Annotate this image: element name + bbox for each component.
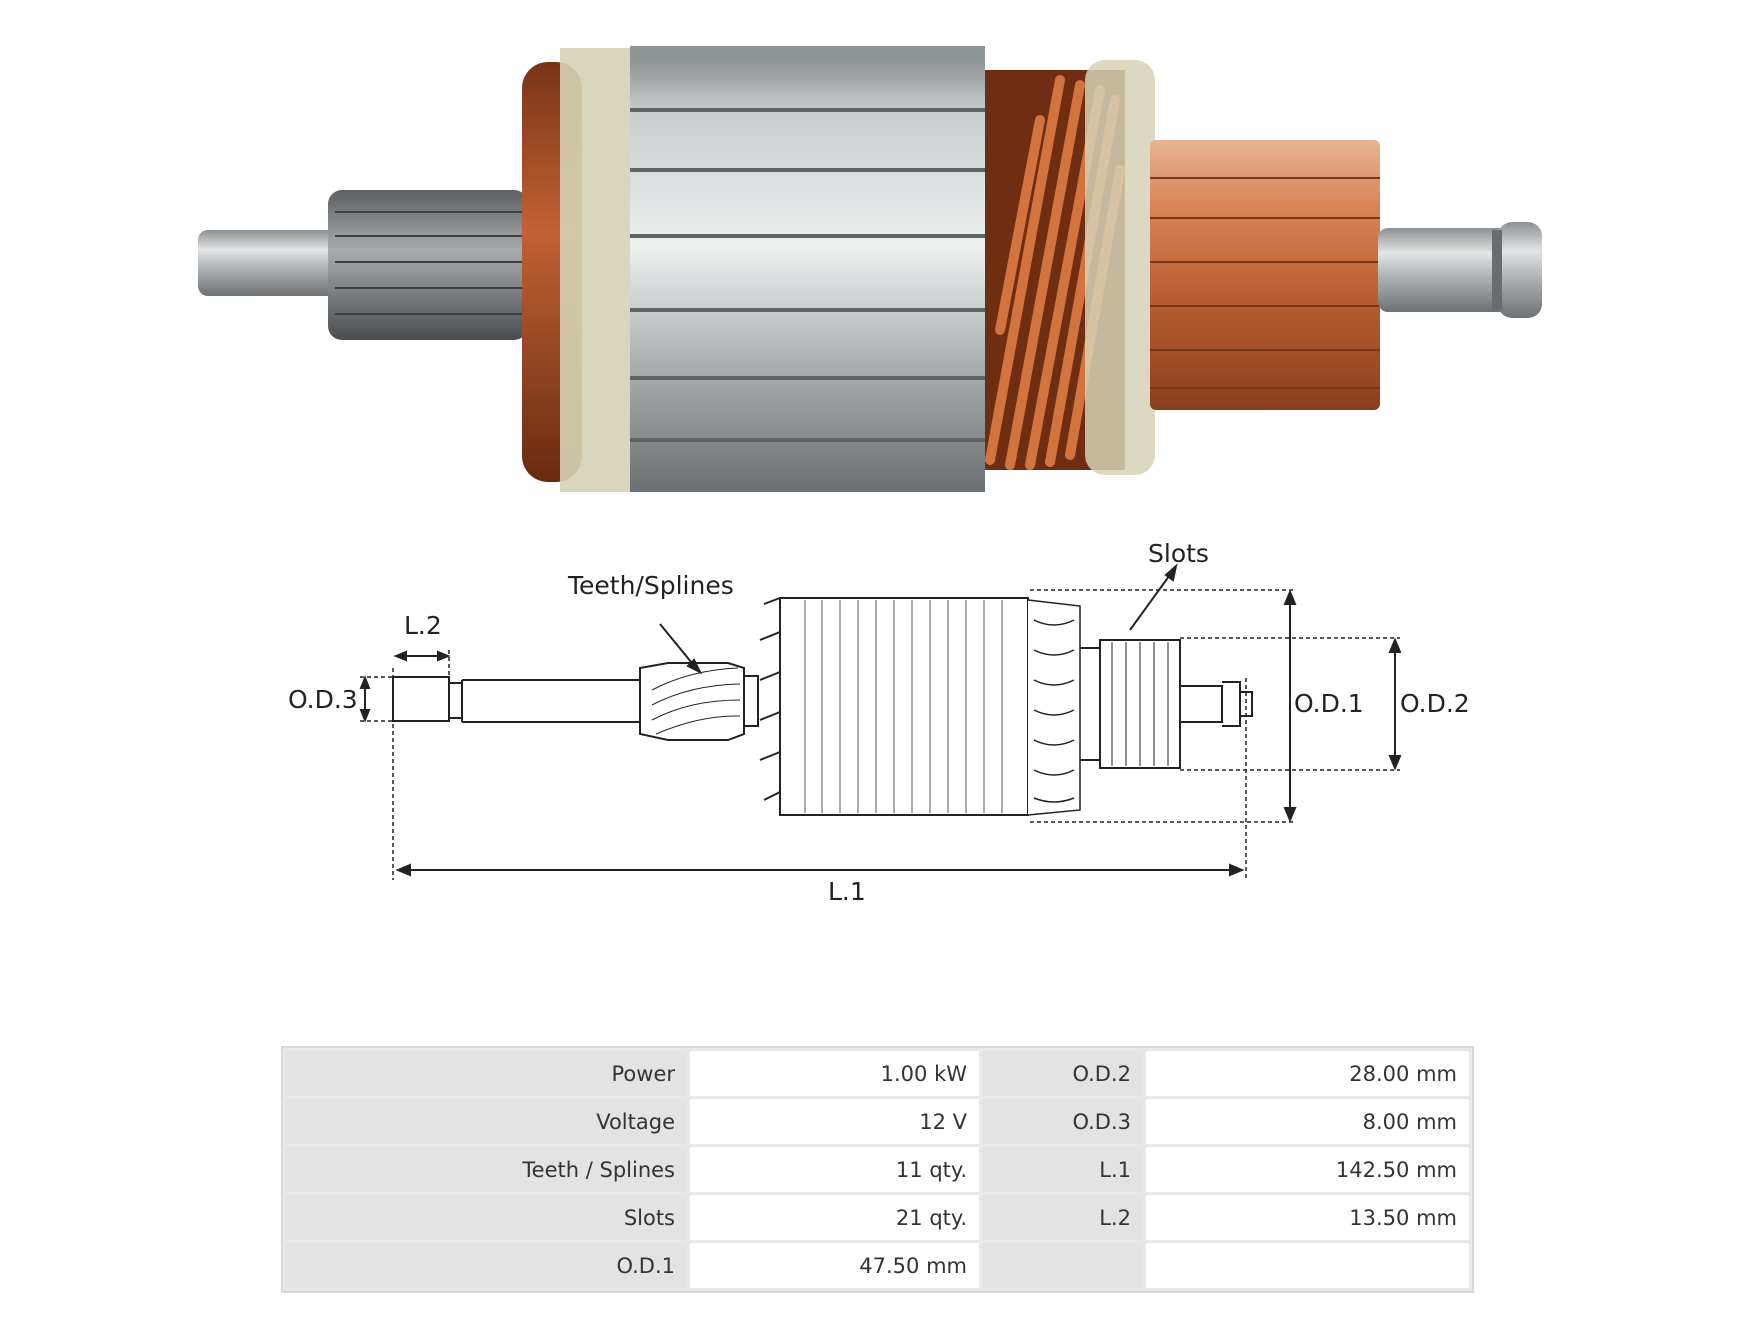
teeth-splines-label: Teeth/Splines bbox=[567, 571, 734, 600]
spec-key: Voltage bbox=[286, 1099, 687, 1144]
spec-key bbox=[982, 1243, 1143, 1288]
spec-value: 142.50 mm bbox=[1146, 1147, 1469, 1192]
commutator-drawing bbox=[1080, 639, 1181, 769]
table-row: Teeth / Splines 11 qty. L.1 142.50 mm bbox=[286, 1147, 1469, 1192]
spec-value: 11 qty. bbox=[690, 1147, 979, 1192]
spec-value: 8.00 mm bbox=[1146, 1099, 1469, 1144]
specifications-table: Power 1.00 kW O.D.2 28.00 mm Voltage 12 … bbox=[281, 1046, 1474, 1293]
slots-label: Slots bbox=[1148, 539, 1209, 568]
spec-key: Slots bbox=[286, 1195, 687, 1240]
spec-key: L.1 bbox=[982, 1147, 1143, 1192]
winding-drawing bbox=[1027, 599, 1081, 816]
spec-value bbox=[1146, 1243, 1469, 1288]
table-row: Slots 21 qty. L.2 13.50 mm bbox=[286, 1195, 1469, 1240]
dimension-drawing: Teeth/Splines Slots L.2 O.D.3 O.D.1 O.D.… bbox=[288, 539, 1470, 906]
spec-key: O.D.3 bbox=[982, 1099, 1143, 1144]
table-row: Voltage 12 V O.D.3 8.00 mm bbox=[286, 1099, 1469, 1144]
shaft-tip bbox=[392, 676, 450, 722]
spec-key: Teeth / Splines bbox=[286, 1147, 687, 1192]
rear-shaft bbox=[1180, 681, 1253, 727]
shaft bbox=[449, 679, 640, 723]
splines bbox=[639, 662, 745, 741]
spec-key: L.2 bbox=[982, 1195, 1143, 1240]
od1-label: O.D.1 bbox=[1294, 689, 1364, 718]
right-winding bbox=[985, 60, 1155, 475]
armature-photo bbox=[198, 46, 1542, 492]
left-shaft bbox=[198, 230, 338, 296]
right-shaft bbox=[1378, 222, 1542, 318]
spec-key: O.D.1 bbox=[286, 1243, 687, 1288]
laminated-core bbox=[630, 46, 985, 492]
table-row: Power 1.00 kW O.D.2 28.00 mm bbox=[286, 1051, 1469, 1096]
spec-value: 21 qty. bbox=[690, 1195, 979, 1240]
od3-label: O.D.3 bbox=[288, 685, 358, 714]
spec-value: 28.00 mm bbox=[1146, 1051, 1469, 1096]
l1-label: L.1 bbox=[828, 877, 866, 906]
commutator bbox=[1150, 140, 1380, 410]
spec-value: 13.50 mm bbox=[1146, 1195, 1469, 1240]
left-winding bbox=[522, 48, 640, 492]
spec-key: O.D.2 bbox=[982, 1051, 1143, 1096]
spec-key: Power bbox=[286, 1051, 687, 1096]
pinion-gear bbox=[328, 190, 528, 340]
spec-value: 1.00 kW bbox=[690, 1051, 979, 1096]
spec-value: 12 V bbox=[690, 1099, 979, 1144]
table-row: O.D.1 47.50 mm bbox=[286, 1243, 1469, 1288]
od2-label: O.D.2 bbox=[1400, 689, 1470, 718]
l2-label: L.2 bbox=[404, 611, 442, 640]
spec-value: 47.50 mm bbox=[690, 1243, 979, 1288]
core-drawing bbox=[759, 597, 1029, 816]
